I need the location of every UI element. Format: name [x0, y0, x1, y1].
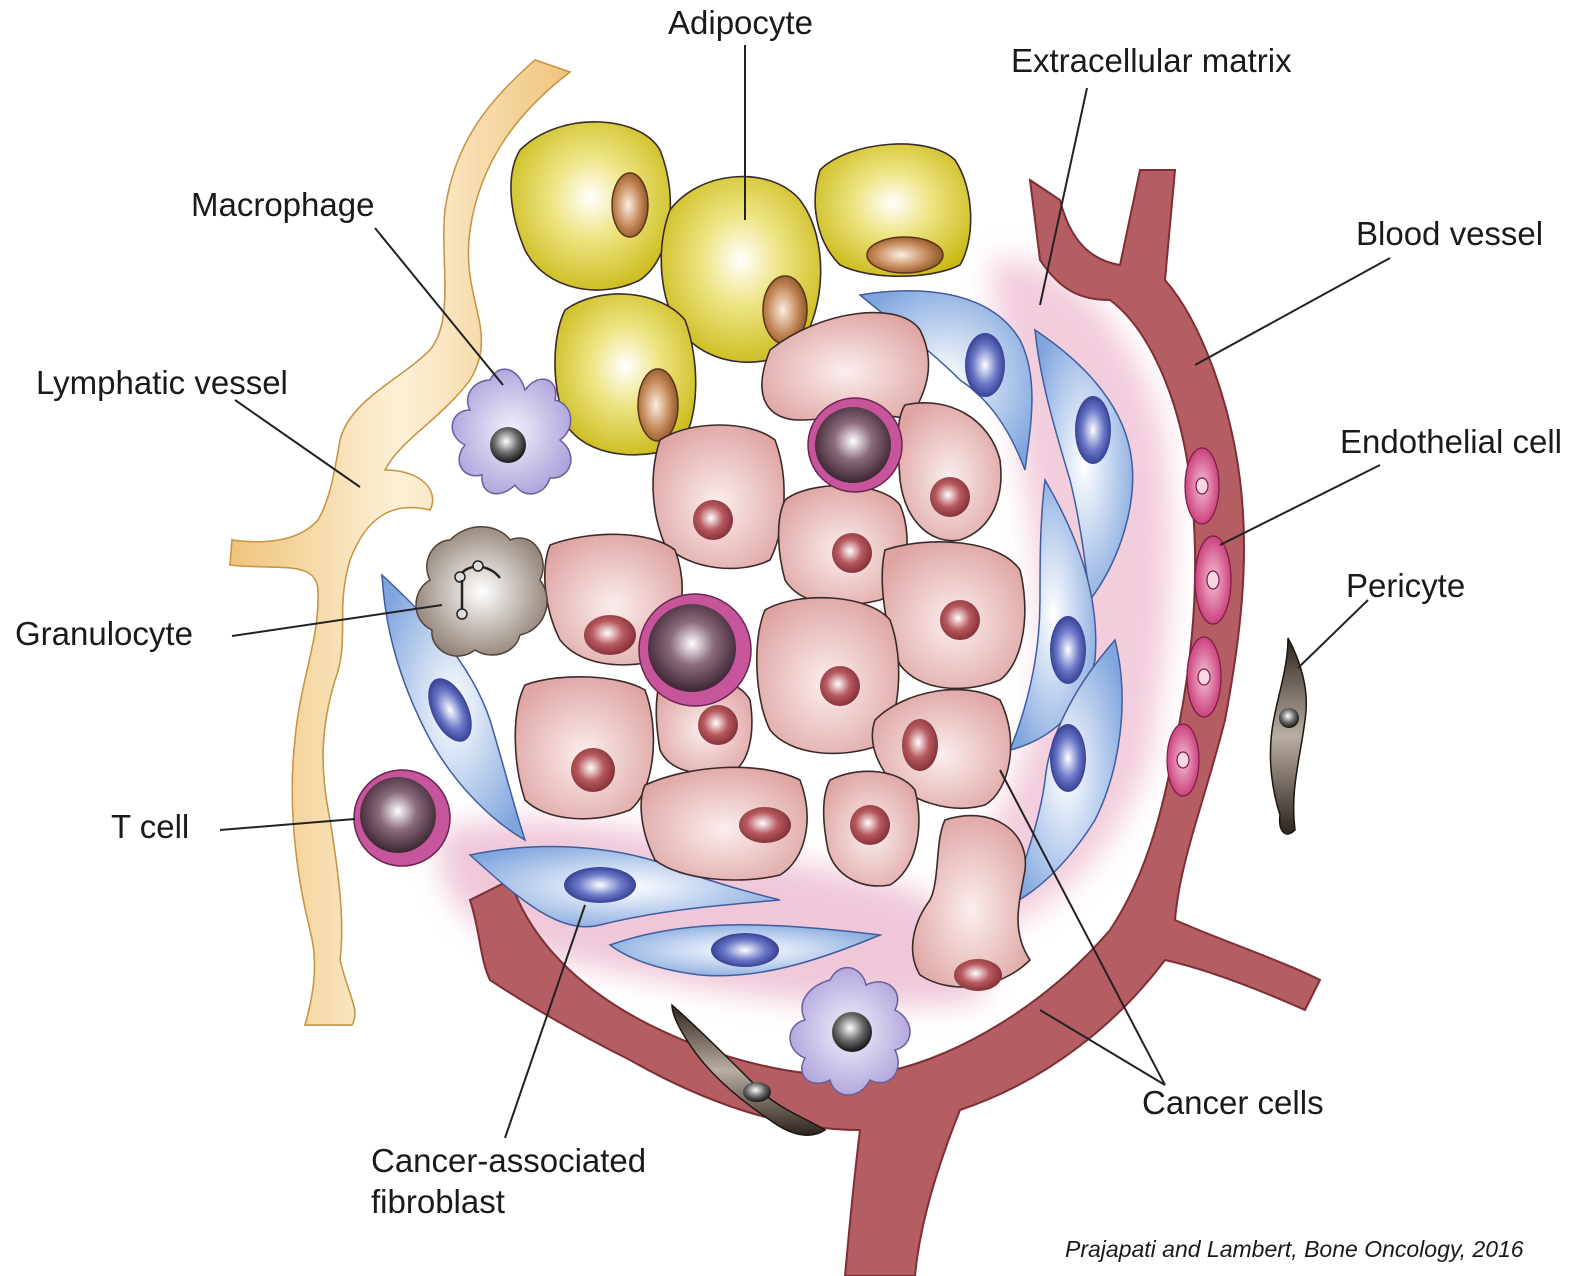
label-caf-line2: fibroblast: [371, 1183, 505, 1220]
label-lymphatic-vessel: Lymphatic vessel: [36, 364, 288, 401]
label-endothelial-cell: Endothelial cell: [1340, 423, 1562, 460]
leader-t-cell: [220, 819, 355, 830]
endothelial-cell: [1185, 448, 1219, 524]
cancer-cell: [824, 771, 919, 886]
t-cell: [354, 770, 450, 866]
label-blood-vessel: Blood vessel: [1356, 215, 1543, 252]
adipocyte-cell: [555, 294, 696, 455]
endothelial-cell: [1167, 724, 1199, 796]
endothelial-cell: [1195, 536, 1231, 624]
cancer-cell: [882, 542, 1025, 689]
label-granulocyte: Granulocyte: [15, 615, 193, 652]
endothelial-cell: [1187, 637, 1221, 717]
leader-pericyte: [1298, 600, 1368, 668]
cancer-cell: [913, 816, 1030, 991]
label-caf-line1: Cancer-associated: [371, 1142, 646, 1179]
adipocyte-cell: [815, 144, 971, 276]
label-cancer-cells: Cancer cells: [1142, 1084, 1324, 1121]
macrophage-cell: [452, 369, 571, 494]
cancer-cell: [515, 677, 653, 819]
pericyte-cell: [1270, 638, 1306, 834]
cancer-cell: [898, 403, 1001, 541]
t-cell: [639, 594, 751, 706]
granulocyte-cell: [416, 527, 547, 656]
label-pericyte: Pericyte: [1346, 567, 1465, 604]
adipocyte-cell: [511, 122, 670, 290]
label-adipocyte: Adipocyte: [668, 4, 813, 41]
label-t-cell: T cell: [111, 808, 189, 845]
leader-blood-vessel: [1195, 258, 1390, 365]
t-cell: [808, 398, 902, 492]
label-extracellular-matrix: Extracellular matrix: [1011, 42, 1292, 79]
cancer-cell: [641, 767, 807, 880]
cancer-cell: [653, 425, 784, 568]
citation-text: Prajapati and Lambert, Bone Oncology, 20…: [1065, 1236, 1524, 1262]
leader-endothelial-cell: [1220, 465, 1380, 545]
label-macrophage: Macrophage: [191, 186, 374, 223]
